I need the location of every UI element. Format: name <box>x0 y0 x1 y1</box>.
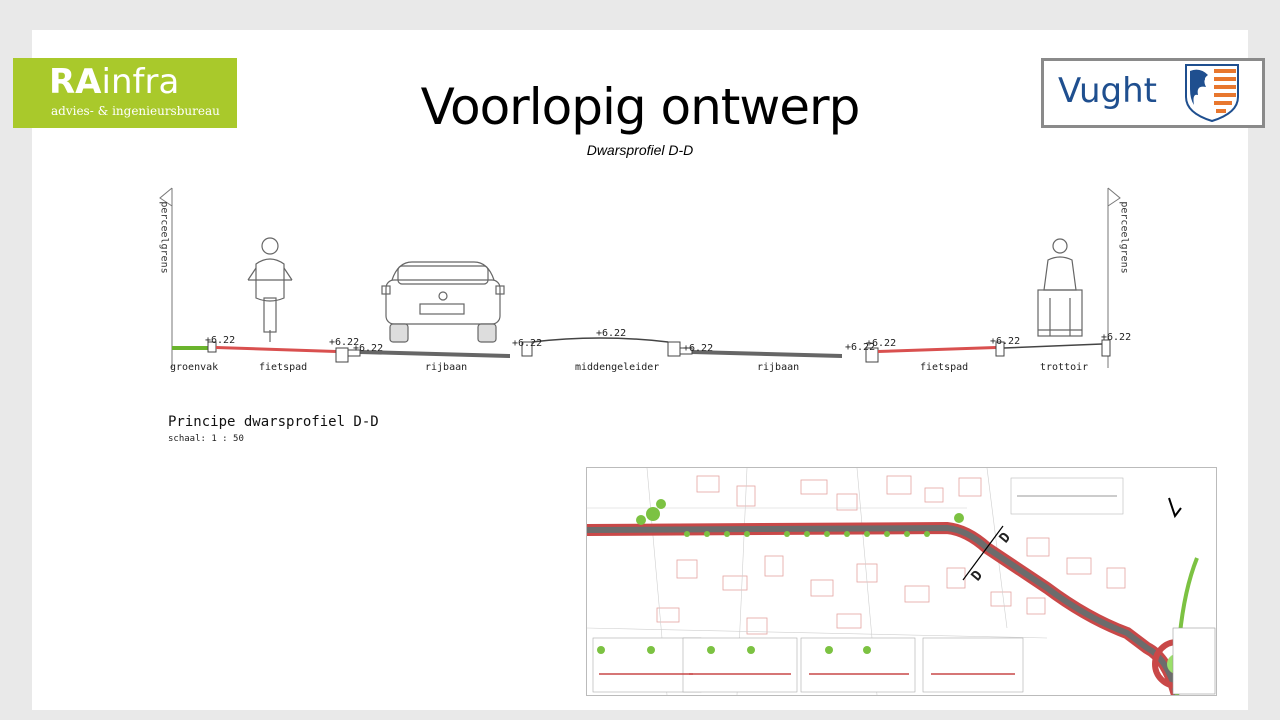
fietspad-left-strip <box>216 346 336 353</box>
parcel-boundary-label-left: perceelgrens <box>158 201 170 274</box>
right-boundary-arrow <box>1107 187 1121 207</box>
kerb <box>865 347 879 363</box>
profile-caption: Principe dwarsprofiel D-D <box>168 414 379 430</box>
kerb <box>679 347 693 355</box>
level-label: +6.22 <box>329 337 360 348</box>
rijbaan-left-strip <box>360 350 510 358</box>
kerb <box>1101 339 1111 357</box>
vught-logo: Vught <box>1041 58 1265 128</box>
site-plan-drawing <box>587 468 1216 695</box>
ra-logo-rest: infra <box>101 62 180 102</box>
level-label: +6.22 <box>205 335 236 346</box>
groenvak-strip <box>172 346 208 350</box>
segment-label-trottoir: trottoir <box>1040 362 1089 373</box>
segment-label-rijbaan-left: rijbaan <box>425 362 468 373</box>
vught-logo-text: Vught <box>1058 71 1157 111</box>
middengeleider-curve <box>531 337 669 343</box>
kerb <box>667 341 681 357</box>
parcel-boundary-label-right: perceelgrens <box>1118 201 1130 274</box>
trottoir-line <box>1003 343 1103 349</box>
segment-label-rijbaan-right: rijbaan <box>757 362 800 373</box>
ra-logo-tagline: advies- & ingenieursbureau <box>51 104 220 118</box>
vught-coat-of-arms-icon <box>1185 64 1239 123</box>
car-figure <box>381 261 505 343</box>
page-subtitle: Dwarsprofiel D-D <box>586 142 694 158</box>
rijbaan-right-strip <box>692 350 842 358</box>
level-label: +6.22 <box>990 336 1021 347</box>
title-block <box>1172 627 1216 695</box>
kerb <box>335 347 349 363</box>
kerb <box>995 341 1005 357</box>
page-title: Voorlopig ontwerp <box>420 78 861 136</box>
ra-logo-bold: RA <box>49 62 102 102</box>
north-arrow-icon <box>1168 497 1182 519</box>
segment-label-fietspad-right: fietspad <box>920 362 969 373</box>
segment-label-fietspad-left: fietspad <box>259 362 308 373</box>
cyclist-figure <box>247 237 293 342</box>
level-label: +6.22 <box>1101 332 1132 343</box>
segment-label-groenvak: groenvak <box>170 362 219 373</box>
segment-label-middengeleider: middengeleider <box>575 362 660 373</box>
kerb <box>521 341 533 357</box>
left-boundary-arrow <box>159 187 173 207</box>
level-label: +6.22 <box>596 328 627 339</box>
fietspad-right-strip <box>878 346 996 353</box>
pedestrian-figure <box>1037 238 1083 337</box>
level-label: +6.22 <box>683 343 714 354</box>
kerb <box>347 349 361 357</box>
profile-scale: schaal: 1 : 50 <box>168 434 244 444</box>
level-label: +6.22 <box>866 338 897 349</box>
section-line <box>962 525 1004 581</box>
level-label: +6.22 <box>845 342 876 353</box>
cross-section-drawing <box>159 187 1121 368</box>
level-label: +6.22 <box>512 338 543 349</box>
level-label: +6.22 <box>353 343 384 354</box>
ra-infra-logo: RAinfra advies- & ingenieursbureau <box>13 58 237 128</box>
site-plan-map: D D <box>586 467 1217 696</box>
